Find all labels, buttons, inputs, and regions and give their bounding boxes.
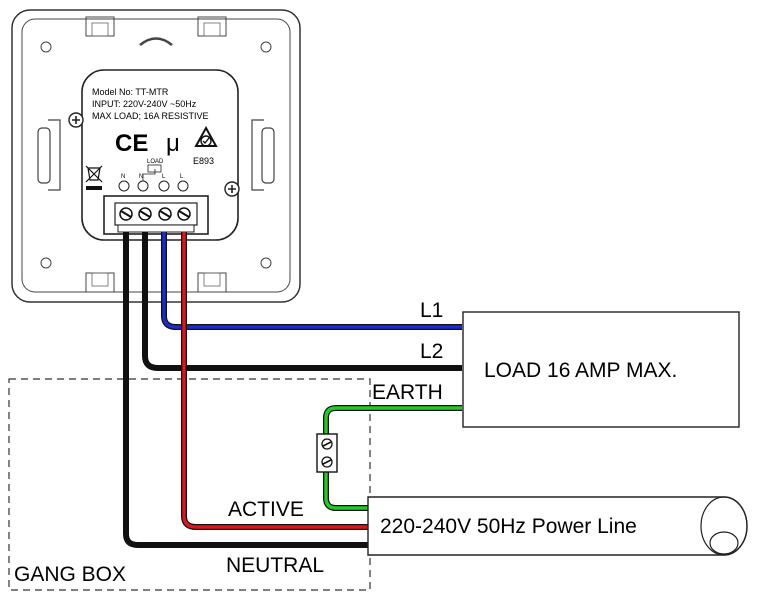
earth-label: EARTH: [372, 381, 443, 404]
earth-connector: [316, 433, 338, 473]
terminal-label-3: L: [162, 174, 166, 180]
earth-wire-core: [324, 406, 462, 510]
terminal-label-2: N: [139, 174, 143, 180]
switch-plate: [11, 9, 301, 303]
input-rating: INPUT: 220V-240V ~50Hz: [92, 99, 197, 109]
power-line-cable: [367, 496, 748, 556]
rcm-mark-icon: [194, 125, 218, 147]
l2-wire-core: [143, 232, 462, 370]
terminal-pins: N N L L: [118, 169, 189, 192]
terminal-screw-icon: [119, 207, 133, 221]
terminal-label-4: L: [180, 174, 184, 180]
left-screw-icon: [68, 112, 84, 128]
model-number: Model No: TT-MTR: [92, 87, 169, 97]
l1-label: L1: [420, 299, 443, 322]
mu-mark: μ: [166, 130, 180, 157]
terminal-screw-icon: [138, 207, 152, 221]
active-label: ACTIVE: [228, 498, 304, 521]
load-box: [462, 311, 740, 428]
terminal-screw-icon: [158, 207, 172, 221]
gang-box-label: GANG BOX: [14, 563, 126, 586]
rcm-code: E893: [193, 156, 214, 166]
weee-bin-icon: [85, 165, 103, 190]
power-line-label: 220-240V 50Hz Power Line: [380, 515, 637, 538]
load-box-label: LOAD 16 AMP MAX.: [484, 359, 677, 382]
terminal-label-1: N: [121, 174, 125, 180]
terminal-screw-icon: [177, 207, 191, 221]
neutral-wire-core: [124, 232, 368, 547]
right-screw-icon: [224, 181, 240, 197]
neutral-label: NEUTRAL: [226, 554, 324, 577]
gang-box-outline: [8, 378, 371, 591]
earth-wire: [323, 405, 462, 511]
terminal-block: [103, 195, 209, 235]
l2-label: L2: [420, 340, 443, 363]
active-wire-core: [182, 232, 368, 529]
load-tag: LOAD: [147, 159, 164, 165]
max-load-rating: MAX LOAD; 16A RESISTIVE: [92, 111, 209, 121]
ce-mark: CE: [115, 130, 148, 157]
l1-wire-core: [162, 232, 462, 329]
